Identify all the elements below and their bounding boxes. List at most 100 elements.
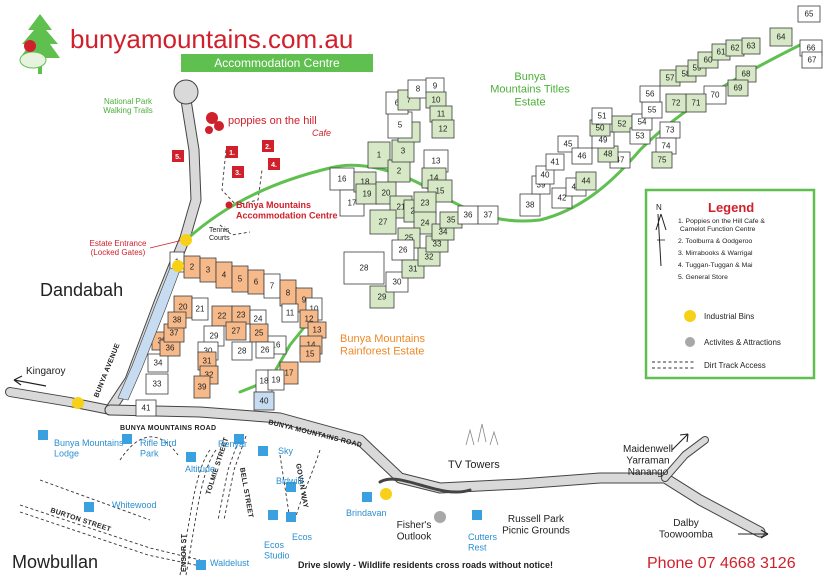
titles-lot[interactable]: 26 <box>391 239 415 261</box>
cafe-marker-box[interactable] <box>268 158 280 170</box>
titles-lot-shape[interactable] <box>797 5 821 23</box>
titles-lot[interactable]: 73 <box>659 121 681 139</box>
titles-lot-shape[interactable] <box>769 27 793 47</box>
rainforest-lot[interactable]: 8 <box>279 279 297 307</box>
titles-lot[interactable]: 35 <box>439 211 463 229</box>
titles-lot-shape[interactable] <box>571 147 593 165</box>
titles-lot[interactable]: 38 <box>519 193 541 217</box>
rainforest-lot[interactable]: 5 <box>231 265 249 293</box>
titles-lot[interactable]: 56 <box>639 85 661 103</box>
accommodation-marker-icon[interactable] <box>234 434 244 444</box>
titles-lot[interactable]: 8 <box>407 79 429 99</box>
accommodation-marker-icon[interactable] <box>258 446 268 456</box>
rainforest-lot[interactable]: 15 <box>299 345 321 363</box>
accommodation-marker-icon[interactable] <box>84 502 94 512</box>
cafe-marker[interactable]: 5. <box>172 150 184 162</box>
rainforest-lot[interactable]: 25 <box>249 323 269 343</box>
rainforest-lot[interactable]: 33 <box>145 373 169 395</box>
titles-lot[interactable]: 55 <box>641 101 663 119</box>
titles-lot[interactable]: 65 <box>797 5 821 23</box>
titles-lot-shape[interactable] <box>651 151 673 169</box>
titles-lot[interactable]: 72 <box>665 93 687 113</box>
accommodation-marker-icon[interactable] <box>286 512 296 522</box>
accommodation-sky[interactable]: Sky <box>258 446 294 456</box>
titles-lot-shape[interactable] <box>343 251 385 285</box>
titles-lot[interactable]: 12 <box>431 119 455 139</box>
rainforest-lot-shape[interactable] <box>253 391 275 411</box>
cafe-marker-box[interactable] <box>226 146 238 158</box>
rainforest-lot[interactable]: 40 <box>253 391 275 411</box>
accommodation-marker-icon[interactable] <box>196 560 206 570</box>
rainforest-lot[interactable]: 29 <box>203 325 225 347</box>
accommodation-whitewood[interactable]: Whitewood <box>84 500 157 512</box>
titles-lot[interactable]: 36 <box>457 205 479 225</box>
rainforest-lot[interactable]: 6 <box>247 269 265 295</box>
titles-lot-shape[interactable] <box>387 111 413 139</box>
accommodation-marker-icon[interactable] <box>362 492 372 502</box>
titles-lot[interactable]: 41 <box>545 153 565 171</box>
titles-lot-shape[interactable] <box>801 51 823 69</box>
titles-lot[interactable]: 28 <box>343 251 385 285</box>
cafe-marker[interactable]: 3. <box>232 166 244 178</box>
rainforest-lot[interactable]: 41 <box>135 399 157 417</box>
accommodation-altitude[interactable]: Altitude <box>185 452 215 474</box>
titles-lot[interactable]: 23 <box>413 191 437 215</box>
cafe-marker[interactable]: 4. <box>268 158 280 170</box>
titles-lot[interactable]: 63 <box>741 37 761 55</box>
phone-number[interactable]: Phone 07 4668 3126 <box>647 555 796 572</box>
rainforest-lot[interactable]: 3 <box>199 257 217 283</box>
accommodation-marker-icon[interactable] <box>122 434 132 444</box>
titles-lot[interactable]: 68 <box>735 65 757 83</box>
titles-lot[interactable]: 52 <box>611 115 633 133</box>
titles-lot[interactable]: 11 <box>429 105 453 123</box>
titles-lot-shape[interactable] <box>741 37 761 55</box>
accommodation-ecos[interactable]: Ecos <box>286 512 313 542</box>
titles-lot-shape[interactable] <box>575 171 597 191</box>
accommodation-renyar[interactable]: Renyar <box>218 434 247 449</box>
titles-lot-shape[interactable] <box>665 93 687 113</box>
titles-lot[interactable]: 70 <box>703 85 727 105</box>
titles-lot[interactable]: 40 <box>535 165 555 185</box>
titles-lot-shape[interactable] <box>519 193 541 217</box>
titles-lot[interactable]: 2 <box>387 159 411 183</box>
rainforest-lot[interactable]: 2 <box>183 255 201 279</box>
titles-lot[interactable]: 37 <box>477 205 499 225</box>
rainforest-lot-shape[interactable] <box>145 373 169 395</box>
rainforest-lot[interactable]: 28 <box>231 341 253 361</box>
cafe-marker-box[interactable] <box>262 140 274 152</box>
titles-lot[interactable]: 67 <box>801 51 823 69</box>
rainforest-lot[interactable]: 34 <box>147 353 169 373</box>
accommodation-marker-icon[interactable] <box>286 482 296 492</box>
titles-lot[interactable]: 9 <box>425 77 445 95</box>
titles-lot[interactable]: 46 <box>571 147 593 165</box>
rainforest-lot-shape[interactable] <box>231 341 253 361</box>
titles-lot[interactable]: 44 <box>575 171 597 191</box>
rainforest-lot[interactable]: 27 <box>225 321 247 341</box>
rainforest-lot-shape[interactable] <box>135 399 157 417</box>
rainforest-lot[interactable]: 24 <box>249 309 267 329</box>
cafe-marker-box[interactable] <box>232 166 244 178</box>
rainforest-lot-shape[interactable] <box>225 321 247 341</box>
rainforest-lot-shape[interactable] <box>167 311 187 329</box>
titles-lot-shape[interactable] <box>477 205 499 225</box>
rainforest-lot[interactable]: 23 <box>231 305 251 325</box>
titles-lot[interactable]: 16 <box>329 167 355 191</box>
titles-lot[interactable]: 10 <box>425 91 447 109</box>
titles-lot[interactable]: 69 <box>727 79 749 97</box>
rainforest-lot-shape[interactable] <box>147 353 169 373</box>
cafe-marker-box[interactable] <box>172 150 184 162</box>
accommodation-marker-icon[interactable] <box>472 510 482 520</box>
titles-lot[interactable]: 1 <box>367 141 391 169</box>
titles-lot[interactable]: 5 <box>387 111 413 139</box>
rainforest-lot[interactable]: 11 <box>281 303 299 323</box>
rainforest-lot[interactable]: 26 <box>255 341 275 359</box>
cafe-marker[interactable]: 1. <box>226 146 238 158</box>
rainforest-lot-shape[interactable] <box>193 375 211 399</box>
titles-lot-shape[interactable] <box>639 85 661 103</box>
titles-lot[interactable]: 71 <box>685 93 707 113</box>
titles-lot[interactable]: 75 <box>651 151 673 169</box>
